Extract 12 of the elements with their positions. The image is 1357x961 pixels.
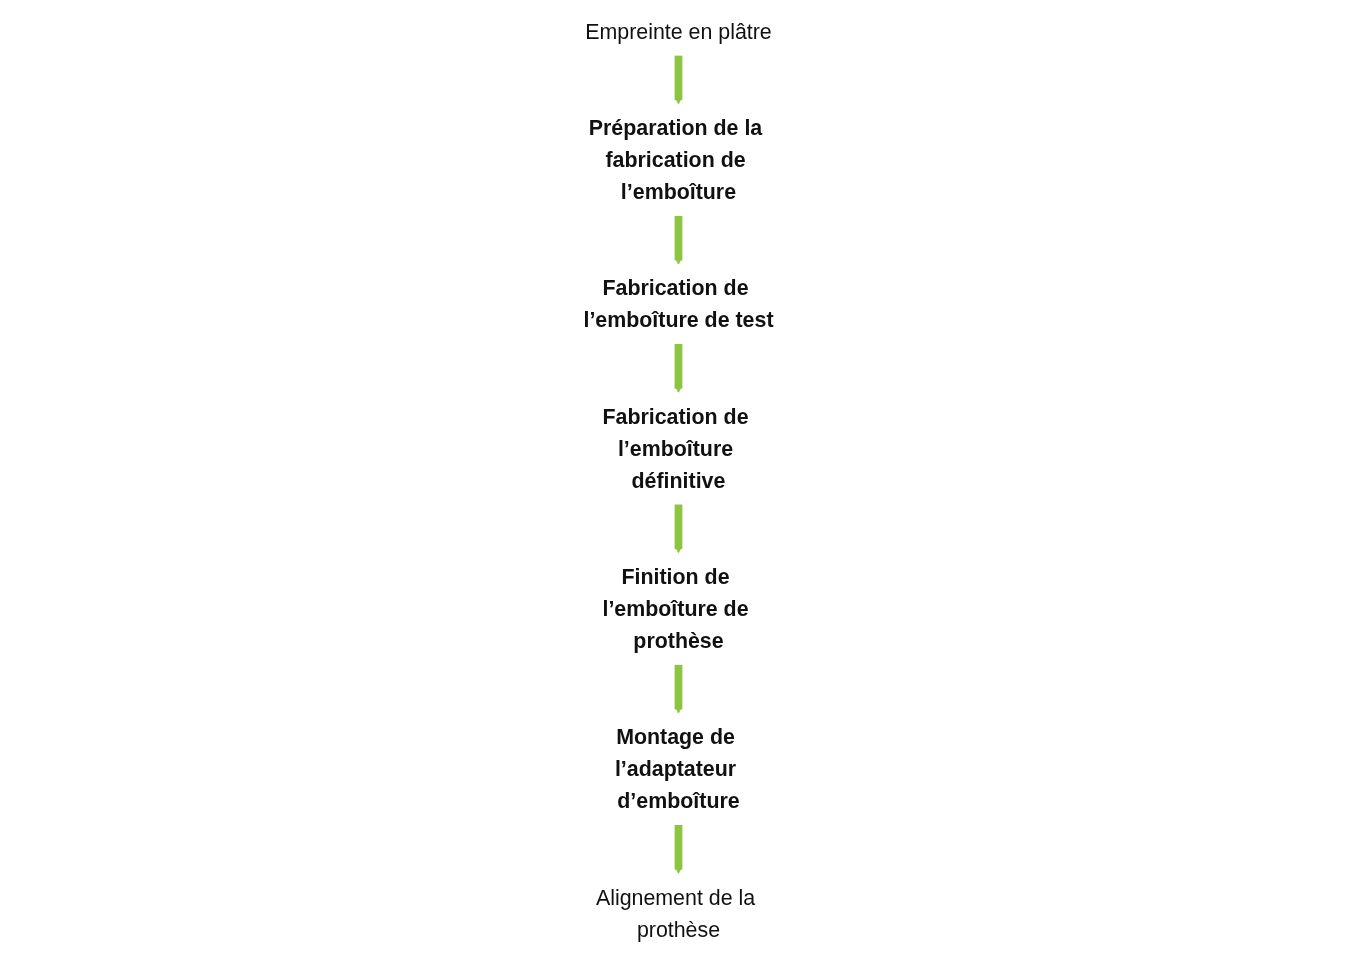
- node-text: Alignement de la prothèse: [595, 885, 756, 942]
- arrow: [674, 824, 683, 874]
- arrow: [674, 504, 683, 554]
- node-text: Montage de l’adaptateur d’emboîture: [614, 724, 740, 814]
- arrow: [674, 664, 683, 714]
- arrow: [674, 55, 683, 105]
- node-text: Fabrication de l’emboîture définitive: [602, 404, 749, 493]
- node-text: Préparation de la fabrication de l’emboîture: [588, 115, 763, 205]
- node-text: Finition de l’emboîture de prothèse: [602, 564, 749, 653]
- node-text: Fabrication de l’emboîture de test: [583, 275, 774, 333]
- arrow: [674, 215, 683, 265]
- node-text: Empreinte en plâtre: [585, 19, 772, 44]
